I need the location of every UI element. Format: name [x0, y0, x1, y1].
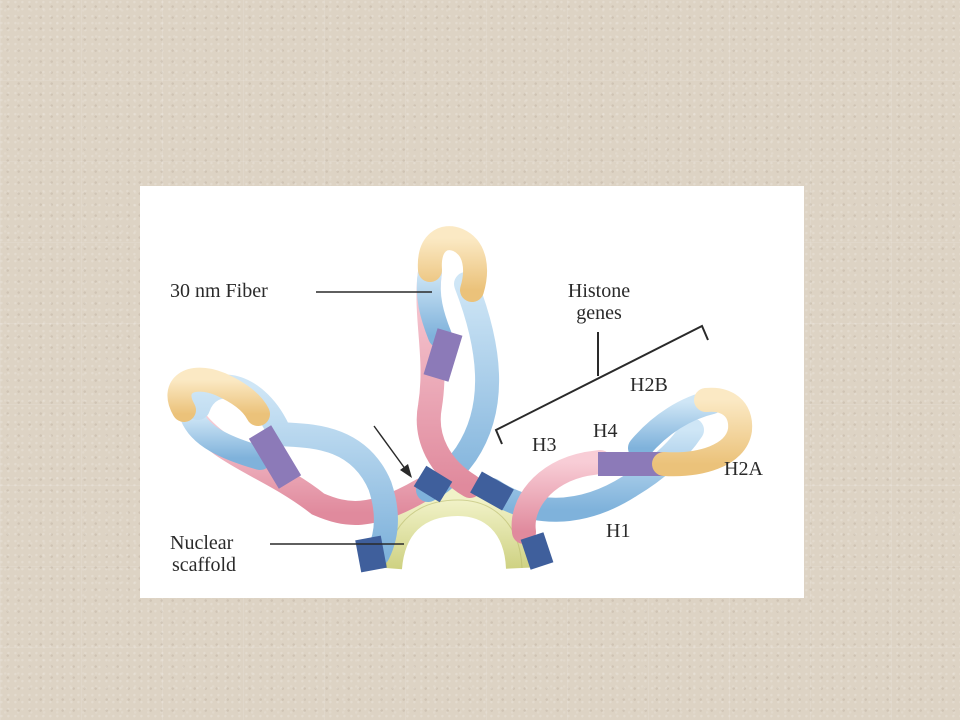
label-histone-line1: Histone — [567, 280, 631, 302]
histone-genes-bracket — [494, 324, 709, 445]
label-scaffold-line1: Nuclear — [170, 532, 234, 554]
label-histone-line2: genes — [576, 302, 622, 324]
label-h4: H4 — [593, 420, 618, 442]
center-chromatin-loop — [413, 226, 499, 503]
diagram-panel: 30 nm Fiber Histone genes H2B H4 H3 H2A … — [140, 186, 804, 598]
label-h2b: H2B — [630, 374, 668, 396]
label-scaffold-line2: scaffold — [172, 554, 237, 576]
label-nuclear-scaffold: Nuclear scaffold — [170, 532, 236, 576]
left-chromatin-loop — [167, 367, 434, 573]
label-histone-genes: Histone genes — [554, 280, 644, 324]
junction-arrow — [373, 425, 412, 478]
chromatin-loop-illustration — [167, 226, 753, 573]
label-h3: H3 — [532, 434, 557, 456]
label-30nm-fiber: 30 nm Fiber — [170, 280, 268, 302]
label-h1: H1 — [606, 520, 631, 542]
right-chromatin-loop — [470, 387, 753, 570]
label-h2a: H2A — [724, 458, 763, 480]
